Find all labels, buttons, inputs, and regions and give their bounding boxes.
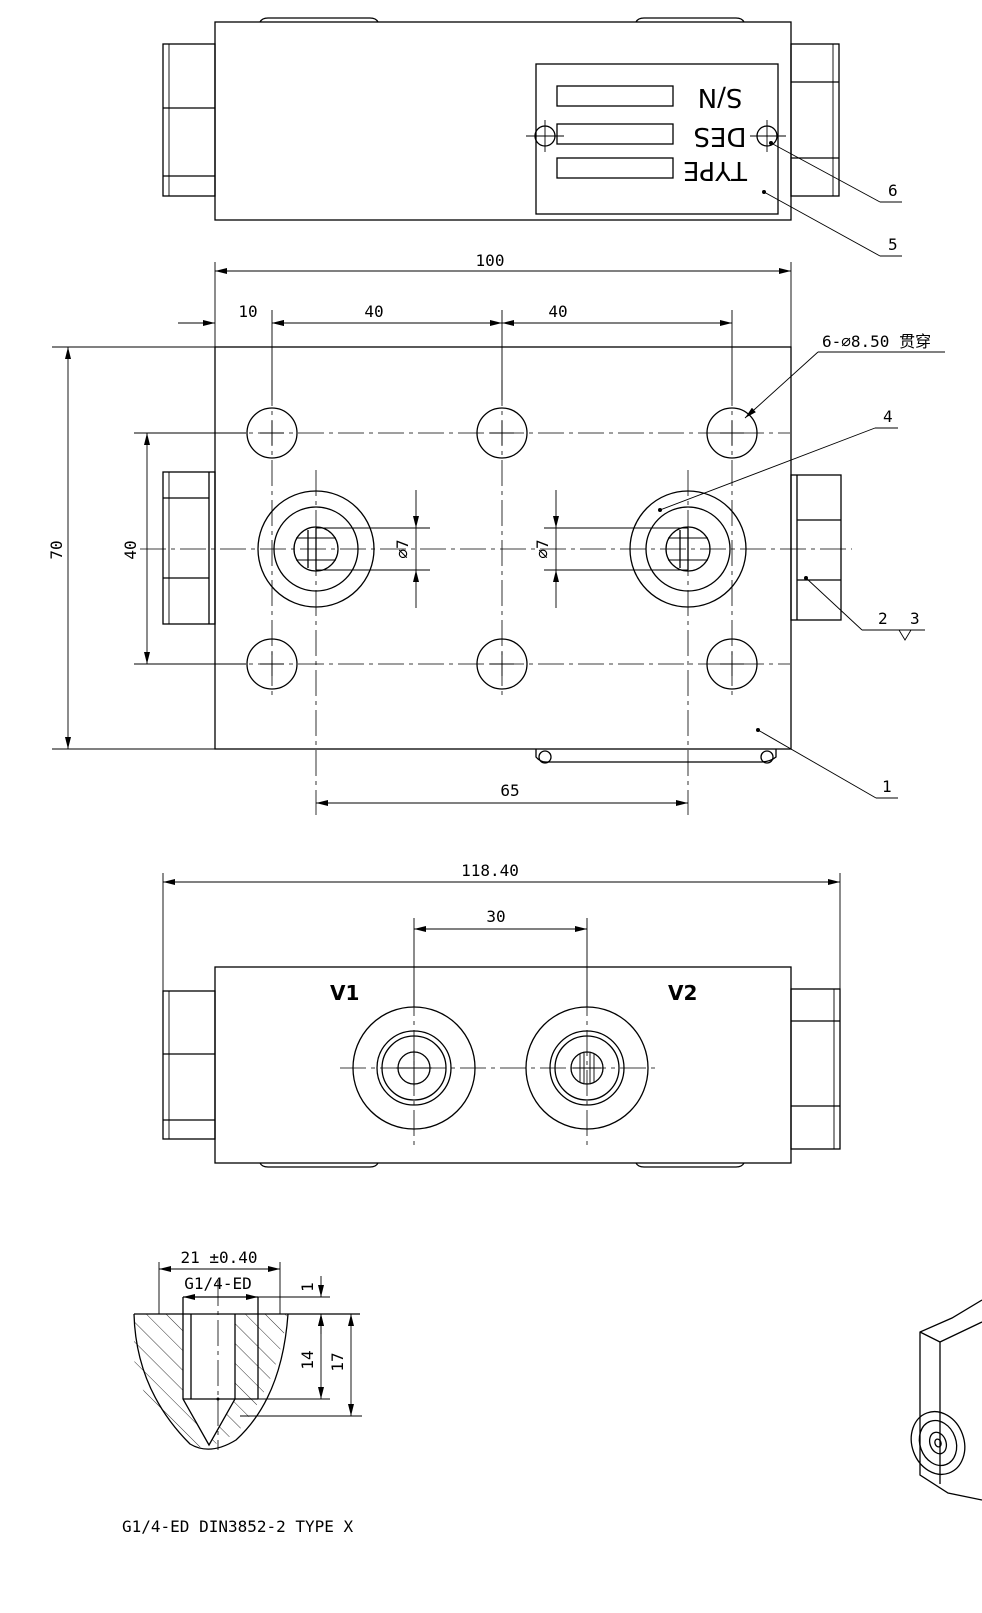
dim-depth-17: 17	[328, 1352, 347, 1371]
dim-edge-10: 10	[238, 302, 257, 321]
dim-port-dia-right: ⌀7	[533, 539, 552, 558]
callout-3: 3	[910, 609, 920, 628]
dim-width-100: 100	[476, 251, 505, 270]
dim-overall-118: 118.40	[461, 861, 519, 880]
mounting-hole	[476, 638, 528, 690]
front-left-fitting	[162, 471, 216, 625]
dim-thread: G1/4-ED	[184, 1274, 251, 1293]
dim-port-spacing-65: 65	[500, 781, 519, 800]
mounting-hole	[246, 638, 298, 690]
callout-5: 5	[888, 235, 898, 254]
front-port-left	[257, 490, 375, 608]
dim-port-dia-left: ⌀7	[393, 539, 412, 558]
nameplate-sn-label: S/N	[698, 82, 743, 112]
port-section-detail: 21 ±0.40 G1/4-ED 1 14 17 G1/4-ED DIN3852…	[122, 1248, 362, 1536]
top-body	[214, 21, 792, 221]
top-callouts: 6 5	[762, 141, 902, 257]
mounting-hole	[706, 407, 758, 459]
nameplate: S/N DES TYPE	[526, 63, 786, 215]
bottom-right-fitting	[790, 988, 841, 1150]
nameplate-des-label: DES	[694, 121, 747, 151]
callout-1: 1	[882, 777, 892, 796]
mounting-hole	[246, 407, 298, 459]
hole-note: 6-⌀8.50 贯穿	[822, 332, 931, 351]
isometric-preview	[910, 1299, 982, 1501]
callout-2: 2	[878, 609, 888, 628]
detail-caption: G1/4-ED DIN3852-2 TYPE X	[122, 1517, 354, 1536]
dim-port-spacing-30: 30	[486, 907, 505, 926]
front-callouts: 4 2 3 1	[658, 407, 925, 799]
front-view: 100 10 40 40 70 40 ⌀7 ⌀7	[47, 251, 945, 815]
nameplate-type-label: TYPE	[683, 155, 748, 185]
port-label-v2: V2	[668, 981, 697, 1005]
front-right-fitting	[790, 474, 842, 621]
dim-depth-1: 1	[298, 1282, 317, 1292]
bottom-left-fitting	[162, 990, 216, 1140]
dim-pitch-left-40: 40	[364, 302, 383, 321]
dim-hole-pitch-40: 40	[121, 540, 140, 559]
callout-4: 4	[883, 407, 893, 426]
bottom-view: V1 V2 118.40 30	[162, 861, 841, 1168]
dim-height-70: 70	[47, 540, 66, 559]
dim-depth-14: 14	[298, 1350, 317, 1369]
mounting-hole	[476, 407, 528, 459]
front-port-right	[629, 490, 747, 608]
top-right-fitting	[790, 43, 840, 197]
mounting-holes	[246, 407, 758, 690]
top-left-fitting	[162, 43, 216, 197]
dim-pitch-right-40: 40	[548, 302, 567, 321]
mounting-hole	[706, 638, 758, 690]
dim-counterbore: 21 ±0.40	[180, 1248, 257, 1267]
port-label-v1: V1	[330, 981, 359, 1005]
top-view: S/N DES TYPE 6 5	[162, 17, 902, 257]
callout-6: 6	[888, 181, 898, 200]
bottom-body	[214, 966, 792, 1164]
